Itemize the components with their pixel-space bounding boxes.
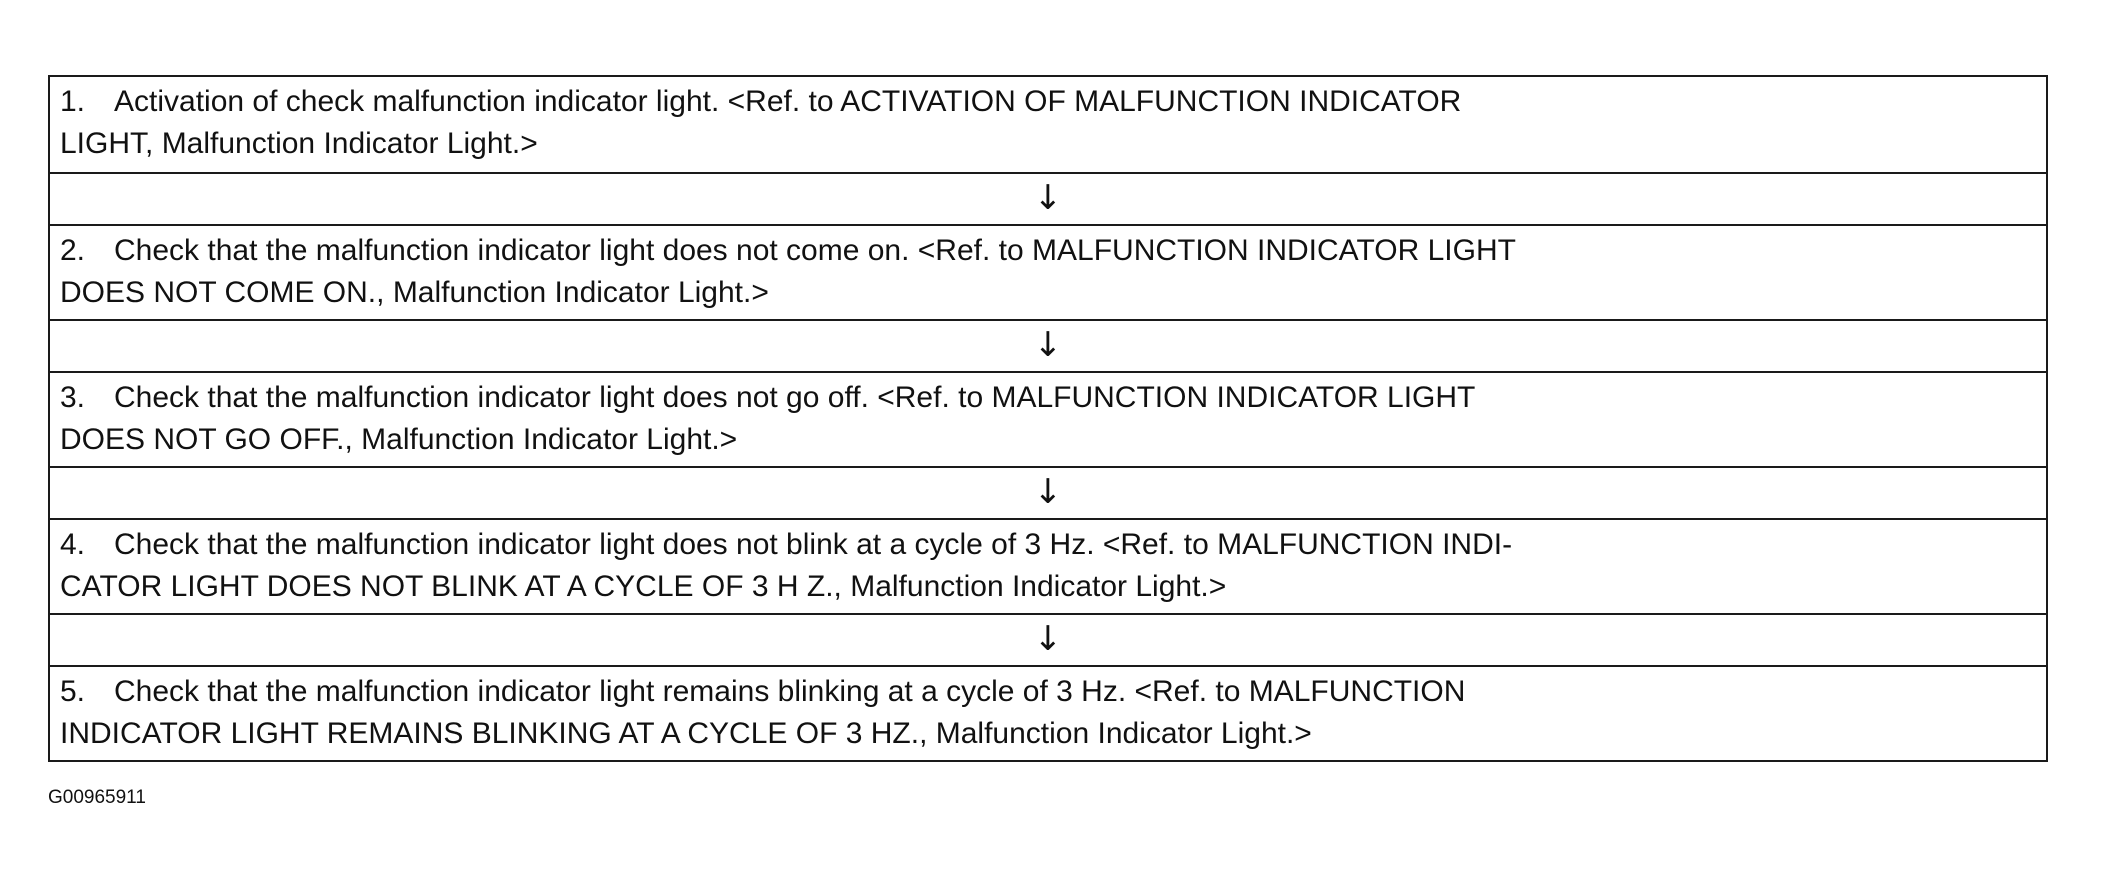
step-5-line-1: 5. Check that the malfunction indicator l… [60, 671, 2036, 713]
step-5-box: 5. Check that the malfunction indicator l… [50, 665, 2046, 760]
arrow-row-1: ↓ [50, 172, 2046, 224]
step-2-number: 2. [60, 234, 86, 267]
step-3-line-1: 3. Check that the malfunction indicator l… [60, 377, 2036, 419]
step-3-line-2: DOES NOT GO OFF., Malfunction Indicator … [60, 423, 738, 456]
figure-id-label: G00965911 [48, 787, 146, 808]
arrow-row-3: ↓ [50, 466, 2046, 518]
step-5-line-2: INDICATOR LIGHT REMAINS BLINKING AT A CY… [60, 717, 1312, 750]
arrow-row-2: ↓ [50, 319, 2046, 371]
step-4-line-2: CATOR LIGHT DOES NOT BLINK AT A CYCLE OF… [60, 570, 1227, 603]
down-arrow-icon: ↓ [1033, 619, 1063, 659]
step-5-number: 5. [60, 675, 86, 708]
step-3-text: Check that the malfunction indicator lig… [114, 381, 1476, 414]
step-3-box: 3. Check that the malfunction indicator l… [50, 371, 2046, 466]
down-arrow-icon: ↓ [1033, 325, 1063, 365]
step-2-box: 2. Check that the malfunction indicator l… [50, 224, 2046, 319]
step-4-number: 4. [60, 528, 86, 561]
step-3-number: 3. [60, 381, 86, 414]
step-4-text: Check that the malfunction indicator lig… [114, 528, 1513, 561]
down-arrow-icon: ↓ [1033, 472, 1063, 512]
step-1-box: 1. Activation of check malfunction indica… [50, 77, 2046, 172]
step-2-line-1: 2. Check that the malfunction indicator l… [60, 230, 2036, 272]
step-2-line-2: DOES NOT COME ON., Malfunction Indicator… [60, 276, 769, 309]
step-4-box: 4. Check that the malfunction indicator l… [50, 518, 2046, 613]
flowchart-table: 1. Activation of check malfunction indica… [48, 75, 2048, 762]
step-1-text: Activation of check malfunction indicato… [114, 85, 1462, 118]
step-1-line-2: LIGHT, Malfunction Indicator Light.> [60, 127, 538, 160]
step-5-text: Check that the malfunction indicator lig… [114, 675, 1466, 708]
step-1-number: 1. [60, 85, 86, 118]
step-4-line-1: 4. Check that the malfunction indicator l… [60, 524, 2036, 566]
down-arrow-icon: ↓ [1033, 178, 1063, 218]
arrow-row-4: ↓ [50, 613, 2046, 665]
step-1-line-1: 1. Activation of check malfunction indica… [60, 81, 2036, 123]
step-2-text: Check that the malfunction indicator lig… [114, 234, 1516, 267]
